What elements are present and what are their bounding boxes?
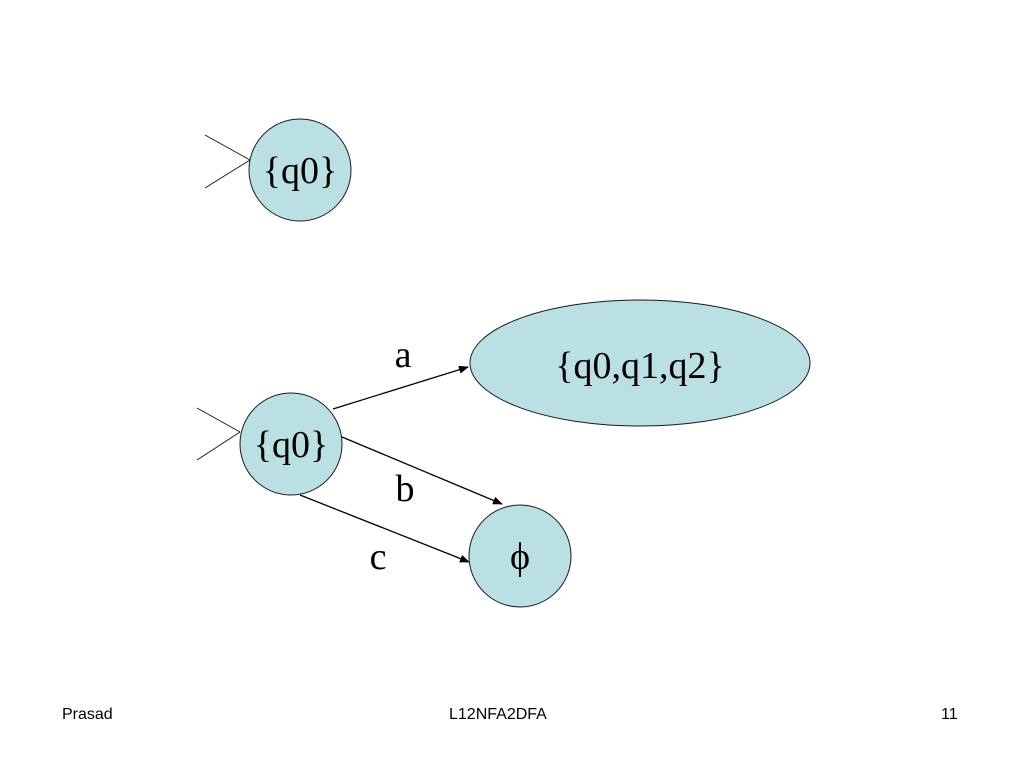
edge-c-label: c [370,536,387,578]
top-start-arrow [204,134,251,189]
top-state-q0: {q0} [248,118,352,222]
edge-b [341,436,503,505]
state-empty-set: ϕ [468,504,572,608]
state-empty-set-label: ϕ [510,536,530,578]
edge-a-label: a [395,334,412,376]
start-arrow [196,407,241,461]
start-state-q0: {q0} [239,392,343,496]
top-state-q0-label: {q0} [263,150,337,192]
state-q0-q1-q2-label: {q0,q1,q2} [555,345,724,387]
footer-title: L12NFA2DFA [449,706,547,723]
footer-page-number: 11 [941,706,958,723]
footer-author: Prasad [62,706,113,723]
start-state-q0-label: {q0} [254,424,328,466]
edge-b-label: b [396,468,415,510]
state-q0-q1-q2: {q0,q1,q2} [469,299,811,427]
edge-a [332,365,469,410]
edge-c [299,494,470,563]
